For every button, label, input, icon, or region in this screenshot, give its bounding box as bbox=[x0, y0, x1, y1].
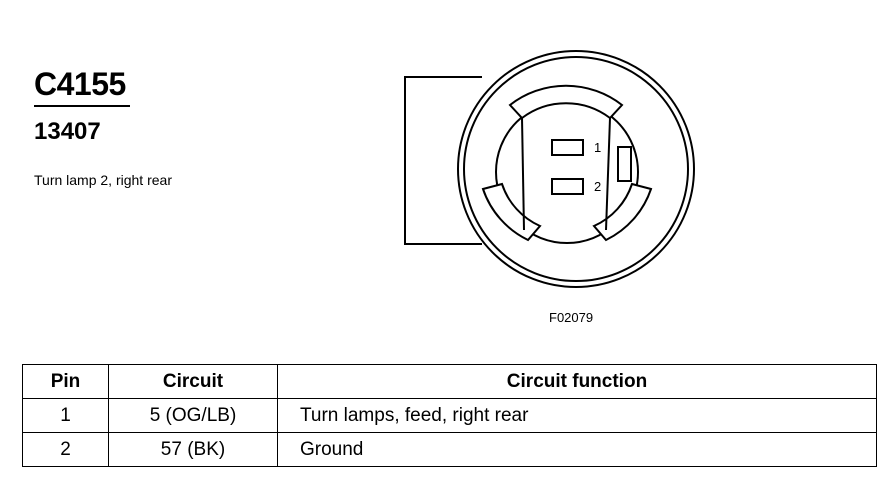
header-pin: Pin bbox=[22, 364, 109, 399]
connector-description: Turn lamp 2, right rear bbox=[34, 172, 172, 188]
cell-circuit-function: Ground bbox=[277, 432, 877, 467]
keying-notch bbox=[617, 146, 632, 182]
title-underline bbox=[34, 105, 130, 107]
cell-pin: 1 bbox=[22, 398, 109, 433]
connector-id: C4155 bbox=[34, 66, 126, 102]
figure-code: F02079 bbox=[549, 310, 594, 325]
table-row: 1 5 (OG/LB) Turn lamps, feed, right rear bbox=[22, 398, 877, 433]
right-lock-segment bbox=[592, 182, 653, 242]
guide-line-left bbox=[521, 117, 525, 231]
guide-line-right bbox=[605, 117, 611, 231]
pin-1-label: 1 bbox=[594, 140, 601, 155]
table-header-row: Pin Circuit Circuit function bbox=[22, 364, 877, 399]
connector-face-diagram: 1 2 bbox=[404, 50, 695, 288]
inner-ring bbox=[463, 56, 689, 282]
left-lock-segment bbox=[481, 182, 542, 242]
housing-tab bbox=[404, 76, 482, 245]
table-row: 2 57 (BK) Ground bbox=[22, 432, 877, 467]
top-lock-segment bbox=[508, 84, 624, 120]
part-number: 13407 bbox=[34, 118, 101, 145]
pin-table: Pin Circuit Circuit function 1 5 (OG/LB)… bbox=[22, 364, 877, 467]
pin-1-cavity bbox=[551, 139, 584, 156]
cell-pin: 2 bbox=[22, 432, 109, 467]
header-circuit: Circuit bbox=[108, 364, 278, 399]
cell-circuit-function: Turn lamps, feed, right rear bbox=[277, 398, 877, 433]
cell-circuit: 5 (OG/LB) bbox=[108, 398, 278, 433]
header-circuit-function: Circuit function bbox=[277, 364, 877, 399]
pin-2-cavity bbox=[551, 178, 584, 195]
cell-circuit: 57 (BK) bbox=[108, 432, 278, 467]
pin-2-label: 2 bbox=[594, 179, 601, 194]
